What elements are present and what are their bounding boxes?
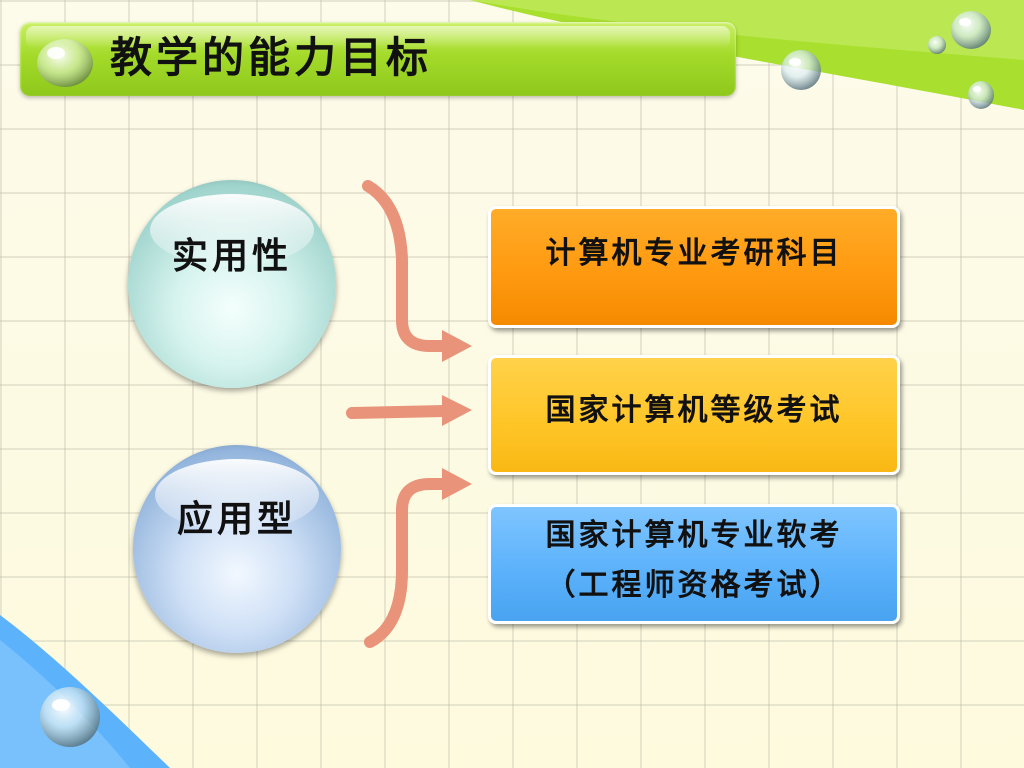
sphere-label-practical: 实用性 bbox=[171, 235, 292, 277]
arrow-top-head bbox=[442, 330, 472, 362]
box-ruankao-line2: （工程师资格考试） bbox=[545, 568, 843, 603]
water-drop-icon bbox=[781, 50, 821, 90]
sphere-shine bbox=[150, 194, 314, 266]
water-drop-icon bbox=[928, 36, 946, 54]
arrow-middle bbox=[346, 405, 451, 419]
page-title: 教学的能力目标 bbox=[110, 33, 433, 82]
arrow-bottom-head bbox=[442, 468, 472, 500]
water-drop-icon bbox=[40, 687, 100, 747]
box-ruankao-label: 国家计算机专业软考 （工程师资格考试） bbox=[546, 511, 843, 611]
sphere-shine bbox=[155, 459, 319, 531]
box-ruankao-exam: 国家计算机专业软考 （工程师资格考试） bbox=[488, 504, 900, 624]
water-drop-icon bbox=[951, 11, 991, 49]
sphere-practical: 实用性 bbox=[128, 180, 336, 388]
arrow-top bbox=[362, 180, 451, 352]
arrow-middle-head bbox=[442, 395, 472, 426]
arrow-bottom bbox=[364, 478, 451, 648]
box-ruankao-line1: 国家计算机专业软考 bbox=[545, 518, 843, 553]
water-drop-icon bbox=[37, 39, 93, 87]
sphere-label-applied: 应用型 bbox=[176, 498, 297, 540]
corner-green-highlight bbox=[470, 0, 1024, 60]
box-ncre-label: 国家计算机等级考试 bbox=[545, 393, 843, 428]
box-postgrad-exam: 计算机专业考研科目 bbox=[488, 206, 900, 328]
water-drop-icon bbox=[968, 81, 994, 109]
box-postgrad-label: 计算机专业考研科目 bbox=[545, 236, 843, 271]
sphere-applied: 应用型 bbox=[133, 445, 341, 653]
box-ncre-exam: 国家计算机等级考试 bbox=[488, 355, 900, 475]
title-bar bbox=[20, 22, 736, 96]
